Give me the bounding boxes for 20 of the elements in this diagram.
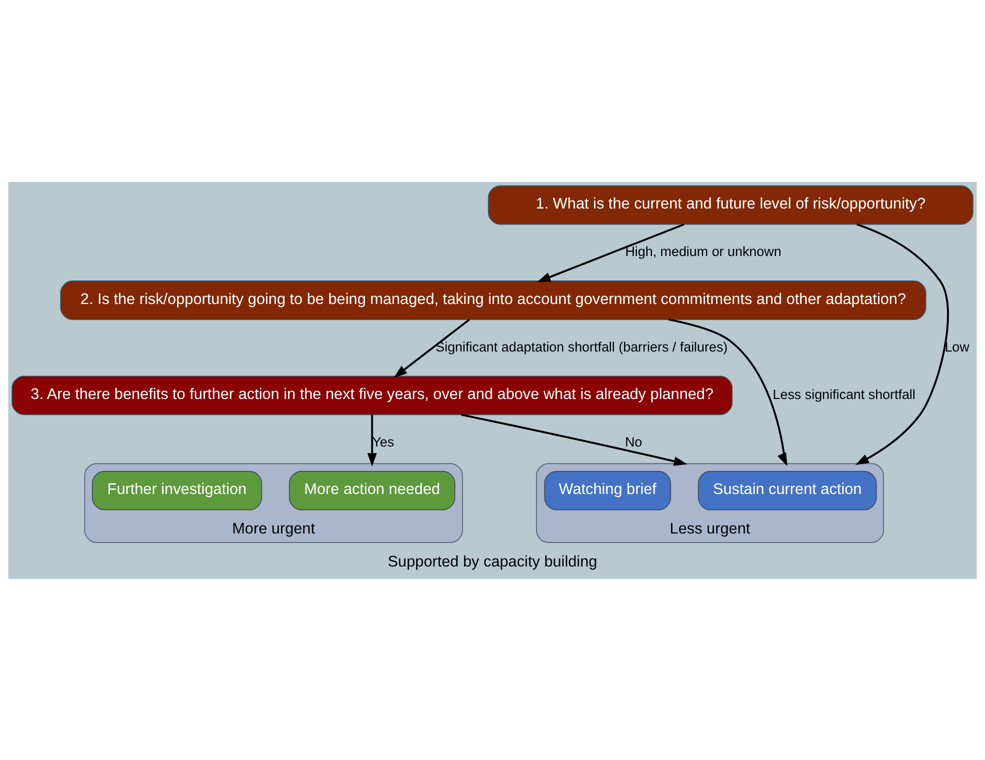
- node-box: Further investigation: [92, 470, 262, 510]
- edge-label: Significant adaptation shortfall (barriers / failures): [436, 338, 728, 354]
- arrow: [460, 413, 688, 466]
- node-box: Sustain current action: [698, 470, 877, 510]
- node-box: More action needed: [288, 470, 456, 510]
- node-box: 3. Are there benefits to further action in the next five years, over and above what is already planned?: [12, 375, 733, 415]
- arrow: [367, 414, 377, 466]
- arrow: [855, 222, 949, 465]
- arrow: [537, 222, 684, 282]
- arrow: [394, 318, 470, 378]
- node-box: Watching brief: [544, 470, 672, 510]
- edge-label: Low: [944, 338, 970, 354]
- edge-label: No: [624, 434, 642, 450]
- edge-label: High, medium or unknown: [625, 244, 782, 259]
- caption: Supported by capacity building: [388, 552, 598, 570]
- node-box: 1. What is the current and future level of risk/opportunity?: [488, 184, 974, 224]
- arrow: [668, 318, 788, 466]
- node-box: 2. Is the risk/opportunity going to be being managed, taking into account government commitments and other adaptation?: [60, 280, 926, 320]
- edge-label: Less significant shortfall: [772, 386, 916, 402]
- edge-label: Yes: [372, 434, 394, 450]
